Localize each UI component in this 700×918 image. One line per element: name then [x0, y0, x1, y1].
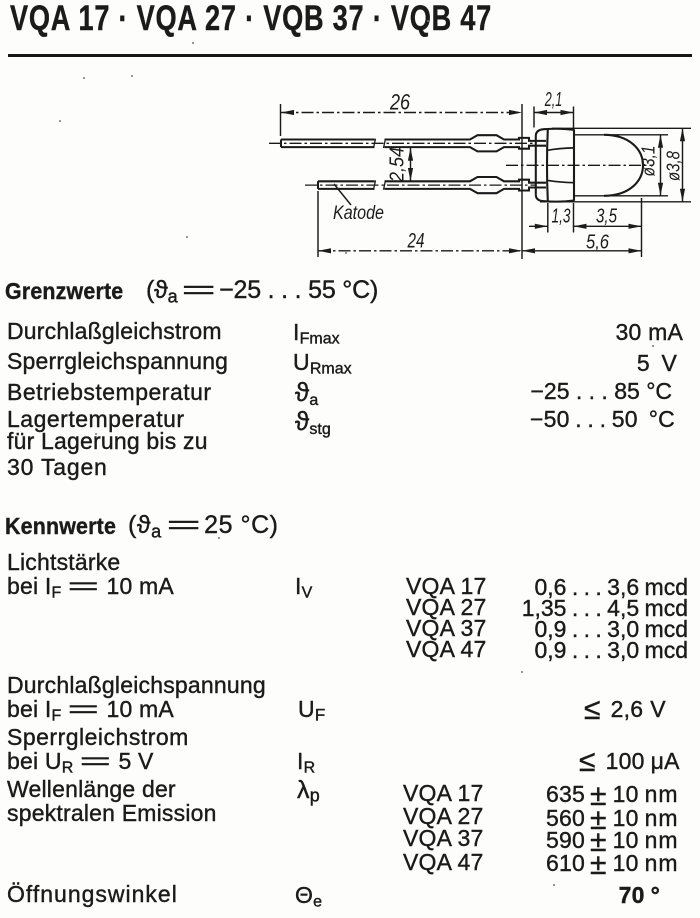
svg-text:26: 26 [389, 90, 410, 115]
svg-text:ø3,1: ø3,1 [638, 146, 659, 177]
svg-text:1,3: 1,3 [552, 205, 571, 228]
svg-text:Katode: Katode [333, 202, 384, 224]
svg-text:3,5: 3,5 [596, 205, 617, 228]
svg-text:5,6: 5,6 [586, 231, 609, 254]
svg-text:ø3,8: ø3,8 [663, 150, 684, 181]
svg-text:2,1: 2,1 [544, 88, 562, 111]
svg-text:24: 24 [407, 229, 425, 253]
svg-text:2,54: 2,54 [387, 147, 409, 183]
